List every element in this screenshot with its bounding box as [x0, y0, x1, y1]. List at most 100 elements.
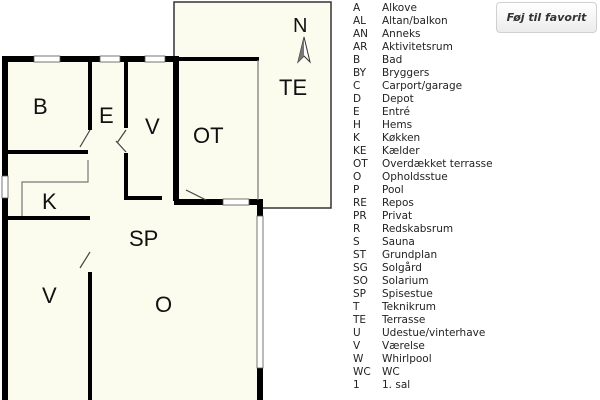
legend-name: Terrasse — [382, 314, 426, 326]
legend-name: Whirlpool — [382, 353, 432, 365]
floor-plan: N B E V OT TE K SP V O — [1, 1, 332, 400]
legend-code: E — [353, 106, 360, 118]
legend-item: H Hems — [353, 119, 493, 132]
legend-code: SP — [353, 288, 366, 300]
windows — [1, 55, 264, 369]
room-label-v-bottom: V — [42, 283, 57, 308]
legend-code: KE — [353, 145, 367, 157]
legend-code: V — [353, 340, 361, 352]
legend-code: O — [353, 171, 362, 183]
legend-code: K — [353, 132, 360, 144]
legend-item: A Alkove — [353, 2, 493, 15]
legend-code: C — [353, 80, 361, 92]
legend-code: SO — [353, 275, 368, 287]
legend-item: U Udestue/vinterhave — [353, 327, 493, 340]
legend-item: K Køkken — [353, 132, 493, 145]
legend-code: SG — [353, 262, 368, 274]
legend-item: D Depot — [353, 93, 493, 106]
room-label-te: TE — [279, 75, 307, 100]
legend-item: PR Privat — [353, 210, 493, 223]
legend-name: Aktivitetsrum — [382, 41, 453, 53]
legend-item: TE Terrasse — [353, 314, 493, 327]
legend-code: AN — [353, 28, 369, 40]
legend-code: U — [353, 327, 361, 339]
legend-name: Opholdsstue — [382, 171, 448, 183]
doors — [79, 129, 207, 269]
add-to-favorites-label: Føj til favorit — [506, 11, 587, 24]
legend-code: OT — [353, 158, 368, 170]
legend-item: SO Solarium — [353, 275, 493, 288]
legend-item: WC WC — [353, 366, 493, 379]
legend-name: Redskabsrum — [382, 223, 454, 235]
legend-item: AR Aktivitetsrum — [353, 41, 493, 54]
legend-item: RE Repos — [353, 197, 493, 210]
legend-name: Depot — [382, 93, 414, 105]
legend-name: Sauna — [382, 236, 415, 248]
legend-code: H — [353, 119, 361, 131]
legend-name: Overdækket terrasse — [382, 158, 493, 170]
legend-name: Kælder — [382, 145, 420, 157]
legend-item: KE Kælder — [353, 145, 493, 158]
legend-item: AL Altan/balkon — [353, 15, 493, 28]
legend-item: B Bad — [353, 54, 493, 67]
room-label-sp: SP — [129, 226, 158, 251]
legend-code: A — [353, 2, 361, 14]
legend-name: Solarium — [382, 275, 429, 287]
legend-item: C Carport/garage — [353, 80, 493, 93]
legend-name: Hems — [382, 119, 413, 131]
legend-code: B — [353, 54, 361, 66]
legend-name: Solgård — [382, 262, 422, 274]
legend-name: Grundplan — [382, 249, 438, 261]
legend-name: Alkove — [382, 2, 417, 14]
legend-name: Udestue/vinterhave — [382, 327, 486, 339]
legend-name: Pool — [382, 184, 404, 196]
legend-item: ST Grundplan — [353, 249, 493, 262]
legend-name: Altan/balkon — [382, 15, 448, 27]
add-to-favorites-button[interactable]: Føj til favorit — [496, 2, 597, 33]
legend-item: SG Solgård — [353, 262, 493, 275]
legend-code: RE — [353, 197, 367, 209]
legend-name: Teknikrum — [382, 301, 437, 313]
legend-name: Anneks — [382, 28, 421, 40]
room-label-v-top: V — [145, 114, 160, 139]
legend-code: AL — [353, 15, 367, 27]
house-floor — [2, 57, 258, 400]
legend-name: Køkken — [382, 132, 421, 144]
legend-item: AN Anneks — [353, 28, 493, 41]
legend-code: R — [353, 223, 361, 235]
legend-name: Privat — [382, 210, 413, 222]
legend-item: O Opholdsstue — [353, 171, 493, 184]
legend-name: Repos — [382, 197, 414, 209]
room-label-b: B — [33, 94, 48, 119]
legend-name: WC — [382, 366, 400, 378]
room-label-k: K — [42, 189, 57, 214]
legend-name: 1. sal — [382, 379, 411, 391]
legend-name: Spisestue — [382, 288, 433, 300]
room-label-o: O — [155, 292, 172, 317]
compass-icon — [297, 36, 311, 64]
interior-walls — [5, 57, 259, 400]
legend-name: Carport/garage — [382, 80, 463, 92]
legend-code: D — [353, 93, 362, 105]
legend-code: T — [353, 301, 360, 313]
legend-name: Bad — [382, 54, 403, 66]
legend-code: AR — [353, 41, 368, 53]
legend-code: 1 — [353, 379, 360, 391]
room-label-e: E — [99, 103, 114, 128]
compass-label: N — [293, 15, 307, 37]
legend-name: Bryggers — [382, 67, 430, 79]
legend-code: ST — [353, 249, 367, 261]
legend-code: TE — [353, 314, 367, 326]
legend-code: WC — [353, 366, 371, 378]
legend-item: P Pool — [353, 184, 493, 197]
legend-item: SP Spisestue — [353, 288, 493, 301]
thin-lines — [21, 60, 259, 216]
covered-terrace-area — [176, 57, 258, 200]
legend-code: PR — [353, 210, 367, 222]
legend-code: P — [353, 184, 360, 196]
legend-item: 1 1. sal — [353, 379, 493, 392]
